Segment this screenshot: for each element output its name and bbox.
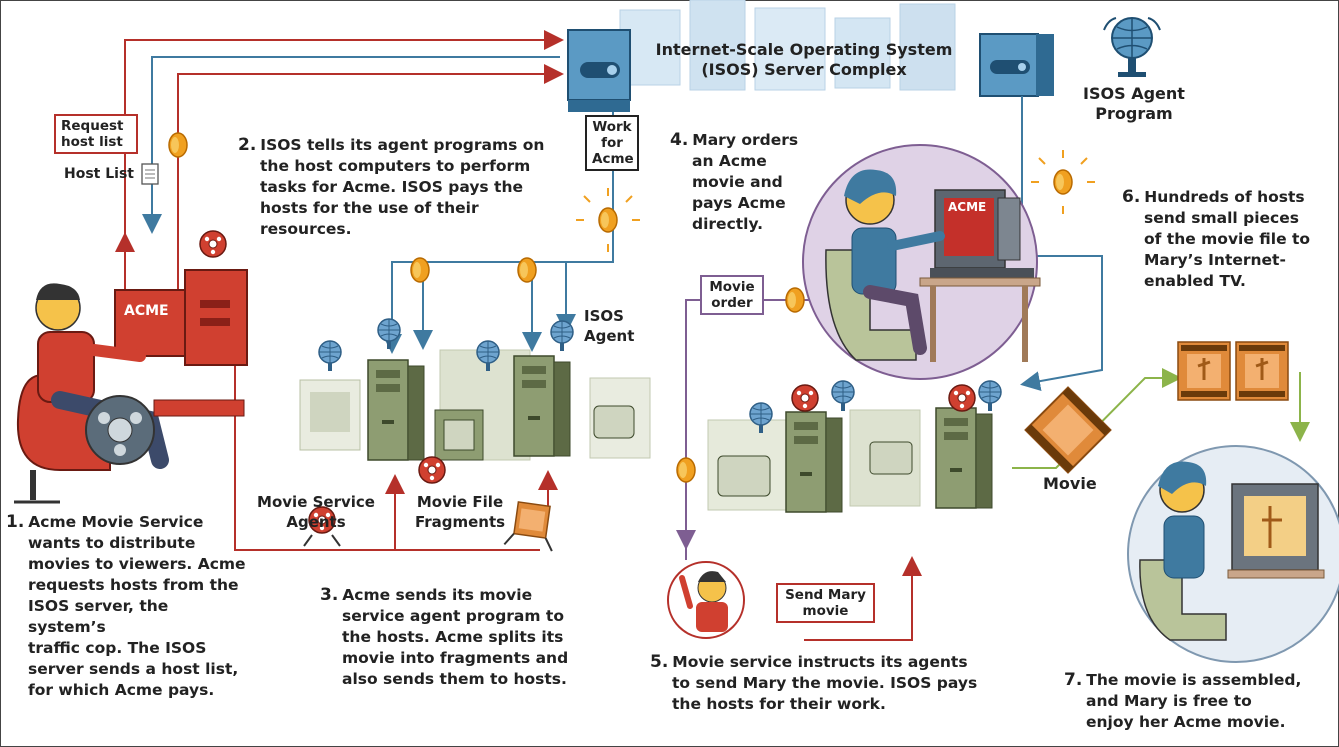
- step-6-line: send small pieces: [1144, 209, 1299, 227]
- step-7-text: 7.The movie is assembled, and Mary is fr…: [1064, 670, 1336, 733]
- step-1-line: movies to viewers. Acme: [28, 555, 246, 573]
- step-3-line: also sends them to hosts.: [342, 670, 567, 688]
- step-4-line: Mary orders: [692, 131, 799, 149]
- send-line2: movie: [802, 603, 849, 619]
- acme-sign: ACME: [124, 303, 169, 319]
- agent-program-line1: ISOS Agent: [1083, 84, 1185, 103]
- step-2-number: 2.: [238, 135, 257, 155]
- step-2-line: the host computers to perform: [260, 157, 531, 175]
- film-icon: [1024, 386, 1112, 474]
- host-cluster-center: [299, 318, 651, 484]
- step-1-line: Acme Movie Service: [28, 513, 204, 531]
- step-1-text: 1.Acme Movie Service wants to distribute…: [6, 512, 246, 701]
- order-line1: Movie: [709, 279, 755, 295]
- step-3-line: Acme sends its movie: [342, 586, 533, 604]
- step-4-number: 4.: [670, 130, 689, 150]
- work-line3: Acme: [592, 151, 634, 167]
- fragments-line2: Fragments: [414, 513, 506, 531]
- service-agents-line2: Agents: [286, 513, 346, 531]
- step-6-line: Hundreds of hosts: [1144, 188, 1305, 206]
- mary-avatar-small: [667, 561, 745, 639]
- server-complex-title-line2: (ISOS) Server Complex: [701, 60, 907, 79]
- step-1-line: server sends a host list,: [28, 660, 239, 678]
- step-6-number: 6.: [1122, 187, 1141, 207]
- step-6-line: enabled TV.: [1144, 272, 1246, 290]
- step-4-line: movie and: [692, 173, 783, 191]
- acme-operator-scene: [14, 230, 248, 504]
- service-agents-line1: Movie Service: [257, 493, 375, 511]
- request-line1: Request: [61, 118, 124, 134]
- film-frame-icon: [1176, 340, 1232, 402]
- step-3-line: movie into fragments and: [342, 649, 569, 667]
- step-7-line: enjoy her Acme movie.: [1086, 713, 1286, 731]
- coin-icon: [168, 132, 188, 158]
- step-4-line: an Acme: [692, 152, 767, 170]
- step-2-line: tasks for Acme. ISOS pays the: [260, 178, 524, 196]
- step-7-line: and Mary is free to: [1086, 692, 1252, 710]
- movie-label: Movie: [1043, 474, 1097, 493]
- step-1-line: ISOS server, the system’s: [28, 597, 169, 636]
- server-complex-title-line1: Internet-Scale Operating System: [655, 40, 953, 59]
- isos-agent-line1: ISOS: [584, 307, 624, 325]
- step-7-number: 7.: [1064, 670, 1083, 690]
- isos-agent-program-label: ISOS Agent Program: [1074, 84, 1194, 124]
- fragments-line1: Movie File: [416, 493, 504, 511]
- mary-watching-scene: [1127, 445, 1339, 663]
- step-2-text: 2.ISOS tells its agent programs on the h…: [238, 135, 568, 240]
- step-1-line: wants to distribute: [28, 534, 196, 552]
- step-2-line: hosts for the use of their: [260, 199, 479, 217]
- request-host-list-box: Request host list: [54, 114, 138, 154]
- step-3-number: 3.: [320, 585, 339, 605]
- step-4-text: 4.Mary orders an Acme movie and pays Acm…: [670, 130, 810, 235]
- step-5-line: the hosts for their work.: [672, 695, 886, 713]
- step-1-line: requests hosts from the: [28, 576, 239, 594]
- step-3-line: the hosts. Acme splits its: [342, 628, 564, 646]
- host-cluster-right: [707, 380, 1002, 513]
- isos-server-left: [567, 29, 631, 112]
- step-4-line: pays Acme: [692, 194, 786, 212]
- step-6-line: Mary’s Internet-: [1144, 251, 1286, 269]
- step-3-line: service agent program to: [342, 607, 564, 625]
- step-5-line: to send Mary the movie. ISOS pays: [672, 674, 978, 692]
- step-1-number: 1.: [6, 512, 25, 532]
- send-mary-movie-box: Send Mary movie: [776, 583, 875, 623]
- film-fragment-icon: [503, 501, 553, 552]
- movie-file-fragments-label: Movie File Fragments: [408, 492, 512, 532]
- step-5-line: Movie service instructs its agents: [672, 653, 968, 671]
- isos-agent-label: ISOS Agent: [584, 306, 634, 346]
- step-5-text: 5.Movie service instructs its agents to …: [650, 652, 990, 715]
- movie-order-box: Movie order: [700, 275, 764, 315]
- order-line2: order: [711, 295, 753, 311]
- agent-program-line2: Program: [1095, 104, 1173, 123]
- globe-icon: [1103, 17, 1161, 77]
- step-1-line: for which Acme pays.: [28, 681, 215, 699]
- send-line1: Send Mary: [785, 587, 866, 603]
- step-4-line: directly.: [692, 215, 764, 233]
- mary-ordering-scene: [802, 144, 1041, 380]
- step-1-line: traffic cop. The ISOS: [28, 639, 207, 657]
- host-list-label: Host List: [64, 166, 134, 182]
- step-2-line: ISOS tells its agent programs on: [260, 136, 545, 154]
- step-2-line: resources.: [260, 220, 352, 238]
- acme-screen-label: ACME: [948, 200, 987, 214]
- server-complex-title: Internet-Scale Operating System (ISOS) S…: [654, 40, 954, 80]
- work-for-acme-box: Work for Acme: [585, 115, 639, 171]
- movie-service-agents-label: Movie Service Agents: [256, 492, 376, 532]
- step-3-text: 3.Acme sends its movie service agent pro…: [320, 585, 610, 690]
- document-icon: [141, 163, 159, 185]
- step-7-line: The movie is assembled,: [1086, 671, 1302, 689]
- request-line2: host list: [61, 134, 123, 150]
- isos-server-right: [979, 33, 1054, 97]
- work-line2: for: [601, 135, 623, 151]
- work-line1: Work: [592, 119, 632, 135]
- isos-agent-line2: Agent: [584, 327, 635, 345]
- step-5-number: 5.: [650, 652, 669, 672]
- step-6-text: 6.Hundreds of hosts send small pieces of…: [1122, 187, 1332, 292]
- step-6-line: of the movie file to: [1144, 230, 1311, 248]
